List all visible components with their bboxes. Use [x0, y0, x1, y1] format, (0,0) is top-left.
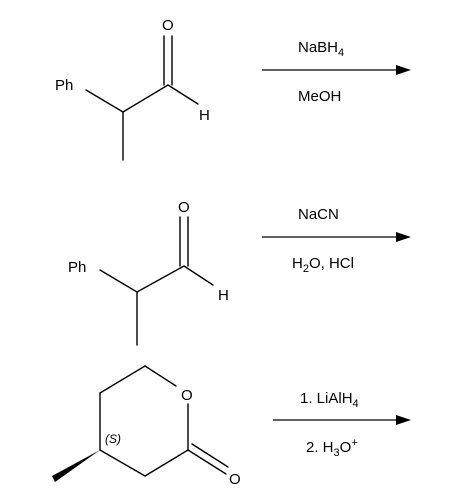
bond-c-h	[183, 265, 214, 286]
molecule-2: Ph O H	[68, 199, 229, 346]
carbonyl-o-label: O	[162, 17, 174, 34]
arrowhead	[396, 232, 411, 242]
bond-ring-ch2-ch2	[99, 365, 146, 394]
reaction-3: O O (S) 1. LiAlH4 2. H3O+	[52, 365, 411, 488]
reagent-above-3: 1. LiAlH4	[300, 390, 359, 410]
reaction-2: Ph O H NaCN H2O, HCl	[68, 199, 411, 346]
reaction-1: Ph O H NaBH4 MeOH	[55, 17, 411, 161]
ph-label: Ph	[55, 77, 73, 94]
ring-o-label: O	[181, 387, 193, 404]
arrow-3	[273, 415, 411, 425]
bond-ring-o-ch2	[144, 365, 177, 387]
arrow-1	[262, 65, 411, 75]
bond-ring-ch2-c2	[144, 449, 189, 477]
reagent-above-1: NaBH4	[298, 39, 344, 59]
bond-carbonyl-2	[191, 443, 229, 468]
wedge-methyl	[52, 450, 100, 482]
bond-ch-carbonyl	[122, 84, 169, 113]
carbonyl-o-label: O	[178, 199, 190, 216]
ph-label: Ph	[68, 259, 86, 276]
arrowhead	[396, 65, 411, 75]
molecule-1: Ph O H	[55, 17, 210, 161]
carbonyl-o-label: O	[229, 471, 241, 488]
aldehyde-h-label: H	[218, 287, 229, 304]
stereo-descriptor: (S)	[105, 432, 121, 446]
bond-ch-carbonyl	[136, 265, 185, 293]
reagent-below-1: MeOH	[298, 88, 341, 105]
arrow-2	[262, 232, 411, 242]
reagent-below-2: H2O, HCl	[292, 255, 354, 275]
bond-ring-c4-ch2	[99, 449, 146, 477]
bond-ph-ch	[85, 89, 124, 113]
aldehyde-h-label: H	[199, 107, 210, 124]
reagent-below-3: 2. H3O+	[306, 437, 358, 459]
arrowhead	[396, 415, 411, 425]
reagent-above-2: NaCN	[298, 206, 339, 223]
bond-c-h	[167, 84, 199, 105]
bond-ph-ch	[99, 269, 138, 293]
molecule-3: O O (S)	[52, 365, 241, 488]
bond-carbonyl-1	[187, 449, 227, 475]
